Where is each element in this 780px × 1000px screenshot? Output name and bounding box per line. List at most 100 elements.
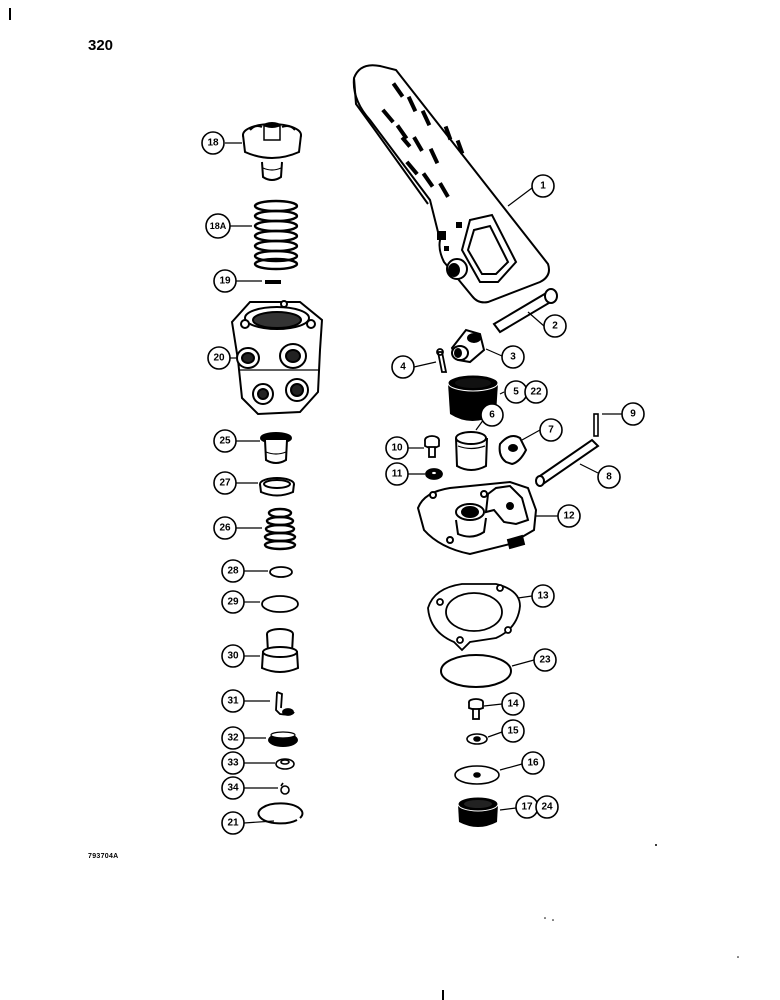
part-31-clip: [275, 691, 295, 716]
part-21-snap-ring: [257, 802, 304, 825]
callout-label: 21: [227, 818, 239, 829]
callout-6: 6: [480, 403, 504, 427]
callout-label: 8: [606, 472, 612, 483]
margin-mark: [9, 8, 11, 20]
part-3-bushing: [450, 328, 486, 364]
part-10-bolt: [424, 435, 440, 458]
callout-14: 14: [501, 692, 525, 716]
callout-28: 28: [221, 559, 245, 583]
callout-label: 26: [219, 523, 231, 534]
part-13-gasket: [427, 583, 521, 652]
callout-13: 13: [531, 584, 555, 608]
part-29-o-ring: [261, 595, 299, 613]
callout-32: 32: [221, 726, 245, 750]
callout-label: 25: [219, 436, 231, 447]
part-16-disc: [454, 765, 500, 785]
page-number: 320: [88, 37, 114, 54]
callout-label: 13: [537, 591, 549, 602]
part-23-o-ring: [440, 654, 512, 688]
callout-label: 9: [630, 409, 636, 420]
callout-label: 10: [391, 443, 403, 454]
callout-25: 25: [213, 429, 237, 453]
callout-label: 24: [541, 802, 553, 813]
callout-8: 8: [597, 465, 621, 489]
callout-17: 17: [515, 795, 539, 819]
part-17-24-diaphragm: [457, 796, 499, 827]
callout-label: 16: [527, 758, 539, 769]
callout-22: 22: [524, 380, 548, 404]
callout-label: 29: [227, 597, 239, 608]
callout-3: 3: [501, 345, 525, 369]
callout-34: 34: [221, 776, 245, 800]
callout-29: 29: [221, 590, 245, 614]
callout-label: 32: [227, 733, 239, 744]
part-19-key: [265, 280, 281, 284]
callout-label: 3: [510, 352, 516, 363]
part-7-cam: [498, 435, 528, 466]
scan-specks: [544, 844, 739, 958]
part-25-plunger: [260, 432, 292, 464]
callout-31: 31: [221, 689, 245, 713]
part-9-roll-pin: [593, 413, 599, 437]
callout-18: 18: [201, 131, 225, 155]
callout-20: 20: [207, 346, 231, 370]
callout-label: 27: [219, 478, 231, 489]
part-18a-spring: [253, 199, 299, 271]
callout-4: 4: [391, 355, 415, 379]
callout-label: 15: [507, 726, 519, 737]
leader-lines: [225, 142, 622, 824]
callout-9: 9: [621, 402, 645, 426]
part-34-small-ring: [280, 782, 290, 795]
callout-19: 19: [213, 269, 237, 293]
part-11-washer: [425, 468, 443, 480]
part-15-washer: [466, 733, 488, 745]
part-4-cotter-pin: [436, 348, 448, 373]
callout-23: 23: [533, 648, 557, 672]
callout-21: 21: [221, 811, 245, 835]
callout-5: 5: [504, 380, 528, 404]
callout-label: 2: [552, 321, 558, 332]
part-28-o-ring: [269, 566, 293, 578]
callout-30: 30: [221, 644, 245, 668]
part-8-shaft: [535, 438, 600, 487]
part-27-ring: [259, 477, 295, 497]
callout-label: 31: [227, 696, 239, 707]
callout-label: 34: [227, 783, 239, 794]
part-12-mounting-plate: [416, 480, 538, 556]
callout-label: 14: [507, 699, 519, 710]
callout-2: 2: [543, 314, 567, 338]
part-14-screw: [468, 698, 484, 720]
callout-label: 17: [521, 802, 533, 813]
callout-label: 28: [227, 566, 239, 577]
callout-label: 18A: [210, 221, 227, 231]
callout-24: 24: [535, 795, 559, 819]
callout-label: 23: [539, 655, 551, 666]
callout-label: 5: [513, 387, 519, 398]
callout-label: 12: [563, 511, 575, 522]
callout-label: 18: [207, 138, 219, 149]
callout-label: 33: [227, 758, 239, 769]
callout-33: 33: [221, 751, 245, 775]
callout-26: 26: [213, 516, 237, 540]
callout-16: 16: [521, 751, 545, 775]
part-6-plunger: [455, 431, 488, 471]
callout-18a: 18A: [205, 213, 231, 239]
part-20-valve-body: [230, 300, 324, 416]
callout-label: 1: [540, 181, 546, 192]
part-26-spring: [263, 507, 297, 551]
part-32-seal: [268, 731, 298, 747]
part-1-pedal: [352, 64, 550, 304]
figure-code: 793704A: [88, 853, 119, 860]
part-33-washer: [275, 758, 295, 770]
callout-27: 27: [213, 471, 237, 495]
callout-7: 7: [539, 418, 563, 442]
callout-10: 10: [385, 436, 409, 460]
part-2-pin: [492, 288, 558, 334]
callout-label: 19: [219, 276, 231, 287]
callout-1: 1: [531, 174, 555, 198]
callout-label: 7: [548, 425, 554, 436]
callout-12: 12: [557, 504, 581, 528]
callout-label: 22: [530, 387, 542, 398]
margin-mark: [442, 990, 444, 1000]
